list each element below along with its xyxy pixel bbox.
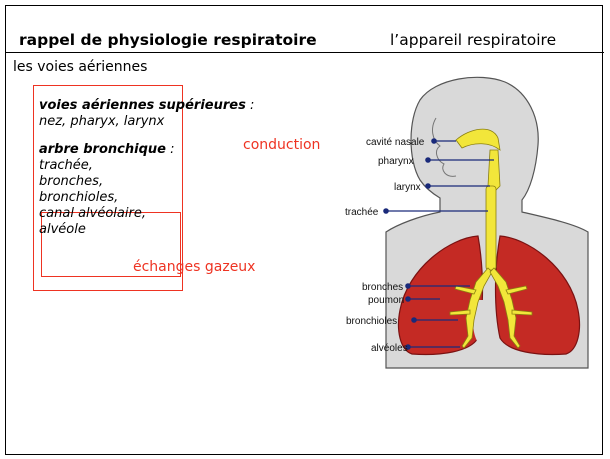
- label-trachea: trachée: [345, 207, 379, 218]
- label-nasal-cavity: cavité nasale: [366, 137, 425, 148]
- label-lung: poumon: [368, 295, 404, 306]
- label-alveoli: alvéoles: [371, 343, 408, 354]
- label-bronchi: bronches: [362, 282, 403, 293]
- label-bronchioles: bronchioles: [346, 316, 397, 327]
- label-pharynx: pharynx: [378, 156, 414, 167]
- label-larynx: larynx: [394, 182, 421, 193]
